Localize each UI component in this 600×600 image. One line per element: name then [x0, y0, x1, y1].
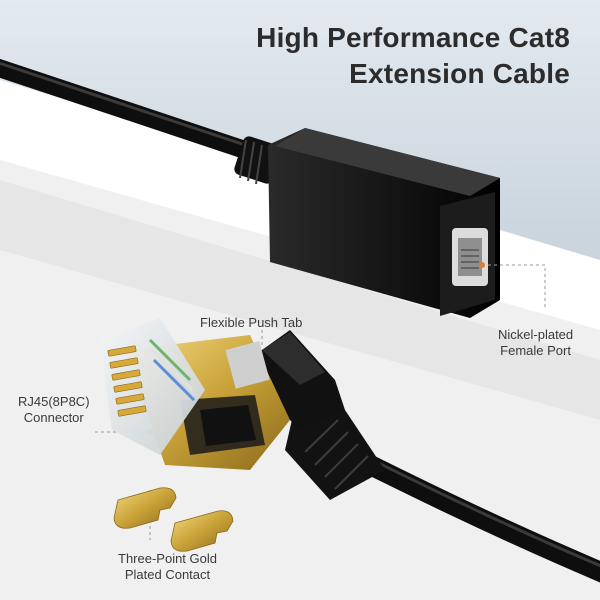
- background-band-stripe: [0, 180, 600, 420]
- callout-port-line-1: Nickel-plated: [498, 327, 574, 342]
- callout-rj45-line-1: RJ45(8P8C): [18, 394, 90, 409]
- product-title: High Performance Cat8 Extension Cable: [256, 20, 570, 92]
- female-coupler: [268, 128, 500, 318]
- callout-rj45: RJ45(8P8C) Connector: [18, 394, 90, 426]
- callout-push-tab: Flexible Push Tab: [200, 315, 302, 331]
- gold-contact-pieces: [113, 487, 234, 552]
- callout-female-port: Nickel-plated Female Port: [498, 327, 573, 359]
- product-title-line-1: High Performance Cat8: [256, 22, 570, 53]
- callout-port-line-2: Female Port: [500, 343, 571, 358]
- callout-gold-contact: Three-Point Gold Plated Contact: [118, 551, 217, 583]
- rj45-plug: [100, 318, 345, 470]
- callout-rj45-line-2: Connector: [23, 410, 84, 425]
- product-title-line-2: Extension Cable: [349, 58, 570, 89]
- callout-gold-line-1: Three-Point Gold: [118, 551, 217, 566]
- callout-dot-port: [479, 262, 485, 268]
- top-cable: [0, 58, 269, 164]
- callout-gold-line-2: Plated Contact: [124, 567, 211, 582]
- callout-push-tab-text: Flexible Push Tab: [200, 315, 303, 330]
